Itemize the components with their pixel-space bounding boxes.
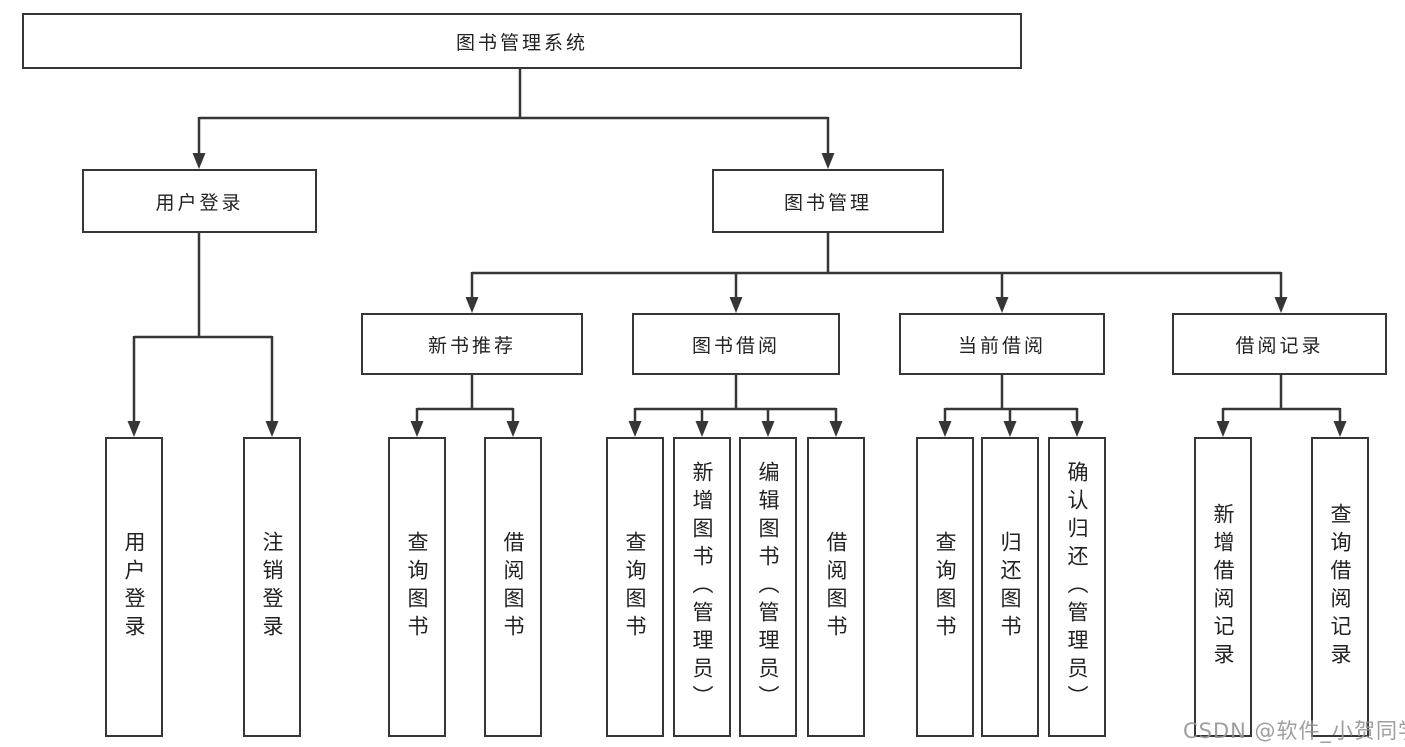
node-current-borrow: 当前借阅 <box>899 313 1105 375</box>
node-new-book-recommend: 新书推荐 <box>361 313 583 375</box>
node-query-borrow-record: 查询借阅记录 <box>1311 437 1369 737</box>
node-query-books-current: 查询图书 <box>916 437 974 737</box>
node-return-books: 归还图书 <box>981 437 1039 737</box>
node-add-books-admin: 新增图书（管理员） <box>673 437 731 737</box>
node-user-login: 用户登录 <box>82 169 317 233</box>
node-query-books-newbook: 查询图书 <box>388 437 446 737</box>
connector-book-borrow <box>633 375 838 423</box>
node-query-books-borrow: 查询图书 <box>606 437 664 737</box>
node-book-borrow: 图书借阅 <box>632 313 840 375</box>
node-logout: 注销登录 <box>243 437 301 737</box>
connector-new-book <box>415 375 515 423</box>
csdn-watermark: CSDN @软件_小贺同学 <box>1183 719 1405 743</box>
node-user-login-leaf: 用户登录 <box>105 437 163 737</box>
node-borrow-books-newbook: 借阅图书 <box>484 437 542 737</box>
connector-book-management <box>470 233 1283 299</box>
node-borrow-record: 借阅记录 <box>1172 313 1387 375</box>
arrowheads <box>127 153 1347 437</box>
connector-current-borrow <box>943 375 1079 423</box>
node-book-management: 图书管理 <box>712 169 944 233</box>
node-borrow-books-borrow: 借阅图书 <box>807 437 865 737</box>
node-add-borrow-record: 新增借阅记录 <box>1194 437 1252 737</box>
node-confirm-return-admin: 确认归还（管理员） <box>1048 437 1106 737</box>
node-edit-books-admin: 编辑图书（管理员） <box>739 437 797 737</box>
node-library-management-system: 图书管理系统 <box>22 13 1022 69</box>
connector-root <box>197 69 830 155</box>
connector-user-login <box>132 233 274 423</box>
connector-borrow-record <box>1221 375 1342 423</box>
